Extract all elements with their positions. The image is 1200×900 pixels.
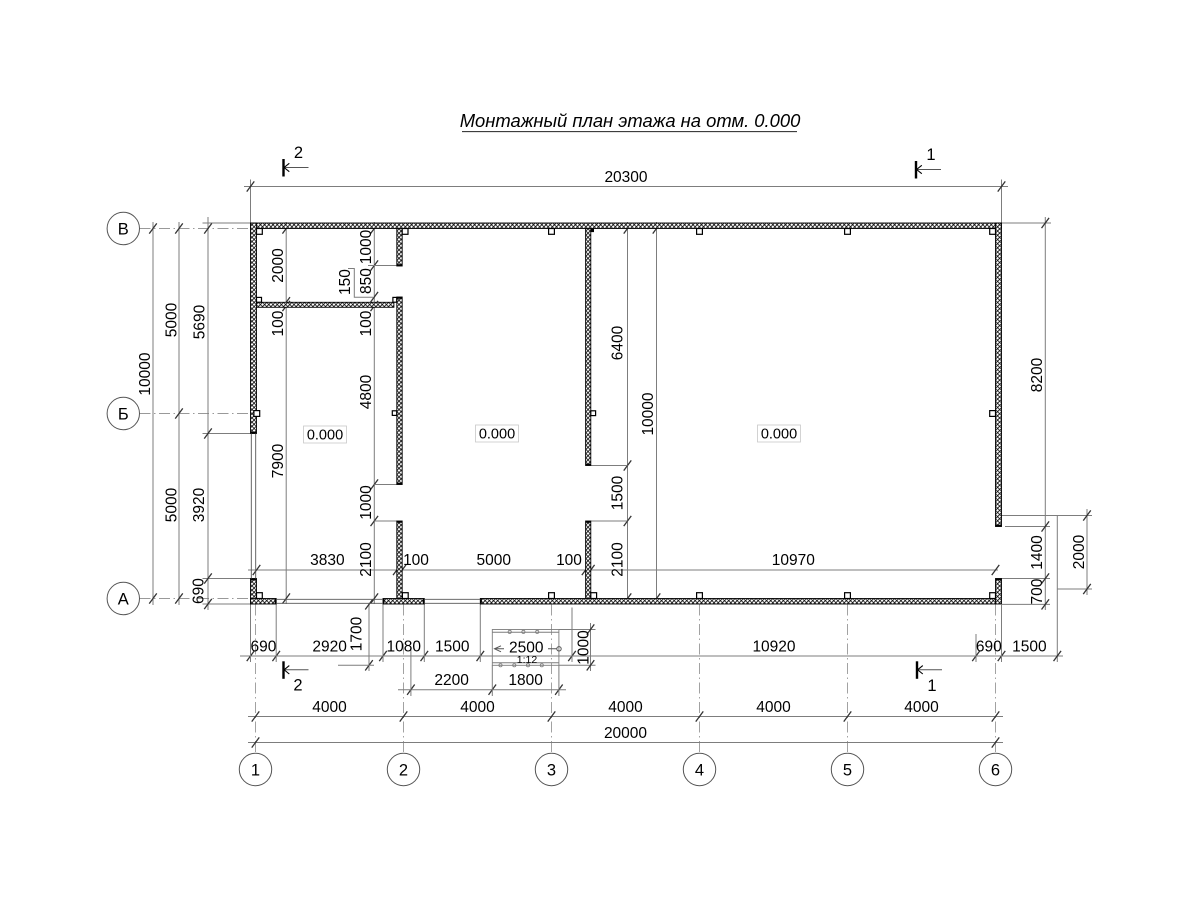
svg-text:2500: 2500 — [509, 640, 544, 657]
svg-text:10970: 10970 — [772, 552, 815, 569]
svg-text:3920: 3920 — [191, 487, 208, 522]
svg-text:100: 100 — [270, 310, 287, 336]
svg-text:100: 100 — [556, 552, 582, 569]
svg-text:Б: Б — [118, 405, 129, 423]
svg-text:20300: 20300 — [604, 169, 647, 186]
svg-text:4000: 4000 — [756, 699, 791, 716]
svg-text:2: 2 — [399, 761, 408, 779]
svg-text:4000: 4000 — [312, 699, 347, 716]
svg-text:850: 850 — [358, 268, 375, 294]
svg-text:0.000: 0.000 — [479, 427, 515, 443]
svg-text:2100: 2100 — [358, 542, 375, 577]
svg-text:1000: 1000 — [576, 630, 593, 665]
svg-text:690: 690 — [976, 639, 1002, 656]
svg-text:10920: 10920 — [752, 639, 795, 656]
svg-text:2: 2 — [293, 677, 302, 695]
svg-text:690: 690 — [191, 578, 208, 604]
svg-text:0.000: 0.000 — [307, 428, 343, 444]
svg-text:150: 150 — [337, 269, 354, 295]
svg-text:1400: 1400 — [1029, 535, 1046, 570]
svg-text:8200: 8200 — [1029, 357, 1046, 392]
svg-text:4800: 4800 — [358, 374, 375, 409]
svg-text:2920: 2920 — [312, 639, 347, 656]
svg-text:0.000: 0.000 — [761, 427, 797, 443]
svg-text:5000: 5000 — [477, 552, 512, 569]
svg-text:7900: 7900 — [270, 443, 287, 478]
svg-text:690: 690 — [250, 639, 276, 656]
svg-text:6: 6 — [991, 761, 1000, 779]
svg-text:2200: 2200 — [434, 672, 469, 689]
svg-text:4000: 4000 — [460, 699, 495, 716]
svg-text:1500: 1500 — [610, 475, 627, 510]
svg-text:А: А — [118, 590, 129, 608]
svg-text:10000: 10000 — [137, 352, 154, 395]
svg-text:4000: 4000 — [904, 699, 939, 716]
svg-text:5: 5 — [843, 761, 852, 779]
svg-text:1: 1 — [927, 677, 936, 695]
svg-text:1080: 1080 — [386, 639, 421, 656]
svg-text:2100: 2100 — [610, 542, 627, 577]
svg-text:2: 2 — [294, 144, 303, 162]
svg-text:1: 1 — [926, 146, 935, 164]
svg-text:1800: 1800 — [508, 672, 543, 689]
svg-text:5000: 5000 — [163, 302, 180, 337]
svg-text:20000: 20000 — [604, 725, 647, 742]
svg-text:1700: 1700 — [349, 616, 366, 651]
svg-text:700: 700 — [1029, 578, 1046, 604]
svg-text:3: 3 — [547, 761, 556, 779]
svg-text:100: 100 — [403, 552, 429, 569]
svg-text:1000: 1000 — [358, 485, 375, 520]
svg-text:2000: 2000 — [1071, 534, 1088, 569]
svg-text:100: 100 — [358, 310, 375, 336]
svg-text:1: 1 — [251, 761, 260, 779]
svg-text:3830: 3830 — [310, 552, 345, 569]
svg-text:1500: 1500 — [1012, 639, 1047, 656]
svg-text:В: В — [118, 220, 129, 238]
svg-text:5690: 5690 — [192, 304, 209, 339]
svg-text:1500: 1500 — [435, 639, 470, 656]
svg-text:4000: 4000 — [608, 699, 643, 716]
svg-text:4: 4 — [695, 761, 704, 779]
svg-text:6400: 6400 — [610, 325, 627, 360]
svg-text:1:12: 1:12 — [517, 654, 538, 666]
svg-text:2000: 2000 — [270, 248, 287, 283]
svg-text:10000: 10000 — [640, 392, 657, 435]
svg-text:Монтажный план этажа на отм. 0: Монтажный план этажа на отм. 0.000 — [460, 110, 801, 131]
svg-text:1000: 1000 — [358, 229, 375, 264]
svg-text:5000: 5000 — [163, 487, 180, 522]
